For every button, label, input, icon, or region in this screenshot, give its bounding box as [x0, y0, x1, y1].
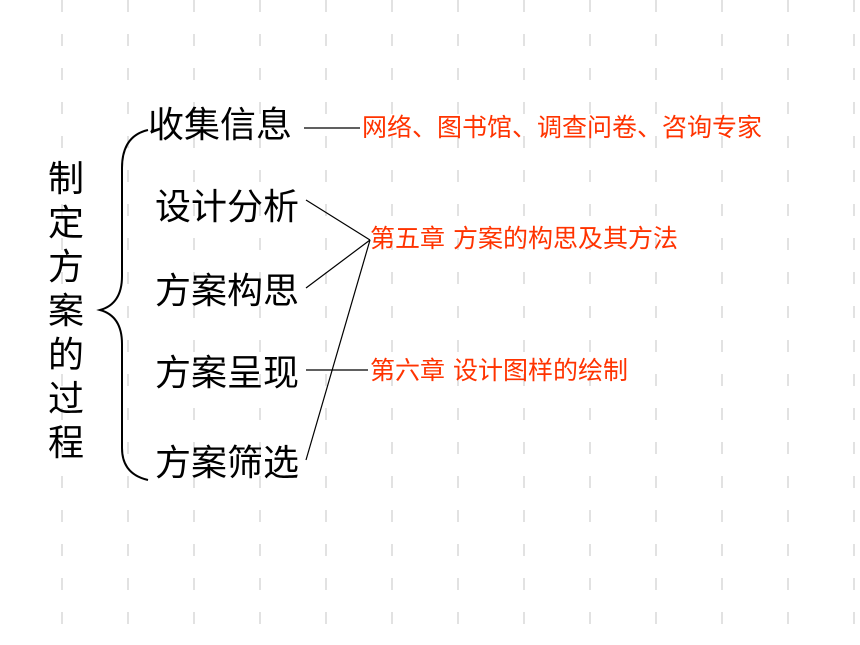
note-chapter-6: 第六章 设计图样的绘制	[370, 356, 628, 385]
root-label-char-3: 方	[47, 247, 84, 288]
step-presentation: 方案呈现	[155, 353, 300, 394]
note-chapter-5: 第五章 方案的构思及其方法	[370, 224, 678, 253]
root-brace	[96, 129, 149, 481]
root-label-char-4: 案	[47, 291, 84, 332]
step-design-analysis: 设计分析	[155, 187, 300, 228]
step-collect-info: 收集信息	[148, 105, 293, 146]
root-label-char-2: 定	[47, 203, 84, 244]
connector-filter-to-ch5	[305, 239, 371, 461]
root-label-char-1: 制	[47, 159, 84, 200]
step-filtering: 方案筛选	[155, 443, 300, 484]
root-label-char-5: 的	[47, 335, 84, 376]
note-info-sources: 网络、图书馆、调查问卷、咨询专家	[362, 113, 763, 142]
step-concept: 方案构思	[155, 271, 300, 312]
root-label-char-7: 程	[47, 423, 84, 464]
root-label-char-6: 过	[47, 379, 84, 420]
connector-analysis-to-ch5	[305, 199, 371, 241]
connector-concept-to-ch5	[305, 239, 371, 289]
